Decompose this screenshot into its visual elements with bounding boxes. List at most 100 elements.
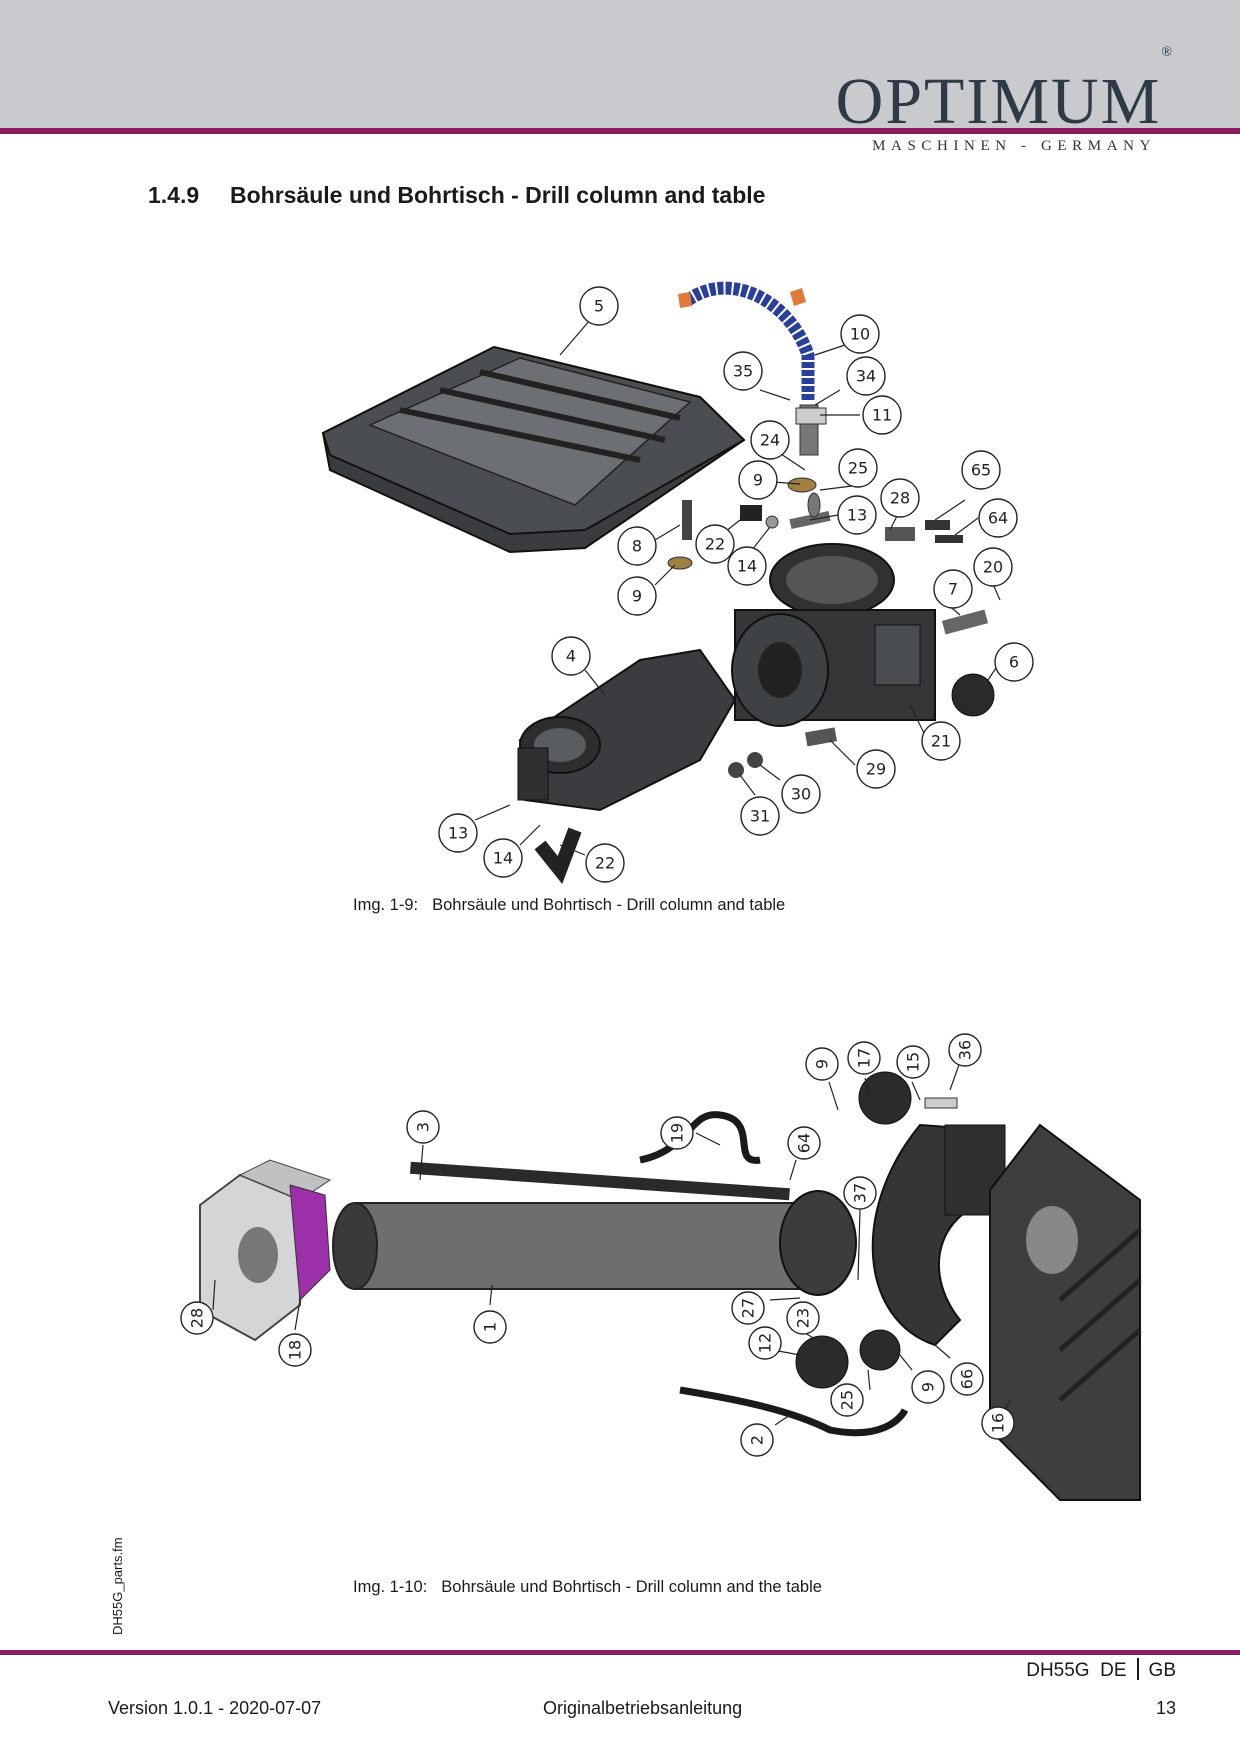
svg-text:34: 34 — [856, 367, 876, 386]
svg-text:35: 35 — [733, 362, 753, 381]
svg-text:12: 12 — [756, 1333, 775, 1353]
figure2-leader-lines — [212, 1061, 1011, 1426]
callout-2-36: 36 — [948, 1033, 982, 1067]
figure2-caption-text: Bohrsäule und Bohrtisch - Drill column a… — [441, 1578, 822, 1596]
svg-text:22: 22 — [595, 854, 615, 873]
coolant-hose-upper — [639, 1111, 761, 1164]
brand-logo: OPTIMUM ® — [835, 45, 1174, 138]
arm-bracket — [517, 648, 737, 884]
figure1-caption-label: Img. 1-9: — [353, 896, 419, 914]
column-bracket-ring — [871, 1123, 1006, 1347]
gear-rack — [409, 1161, 790, 1201]
svg-text:19: 19 — [668, 1123, 687, 1143]
svg-text:22: 22 — [705, 535, 725, 554]
svg-text:37: 37 — [851, 1183, 870, 1203]
svg-text:64: 64 — [795, 1133, 814, 1153]
svg-text:18: 18 — [286, 1340, 305, 1360]
brand-name: OPTIMUM — [835, 65, 1162, 138]
callout-9b: 9 — [617, 576, 657, 616]
svg-text:21: 21 — [931, 732, 951, 751]
svg-text:64: 64 — [988, 509, 1008, 528]
lang-separator — [1136, 1658, 1139, 1680]
callout-2-18: 18 — [278, 1333, 312, 1367]
callout-2-9b: 9 — [911, 1370, 945, 1404]
svg-text:9: 9 — [632, 587, 642, 606]
callout-7: 7 — [933, 569, 973, 609]
lang-de: DE — [1100, 1660, 1127, 1681]
callout-2-17: 17 — [847, 1041, 881, 1075]
svg-text:15: 15 — [904, 1052, 923, 1072]
svg-text:9: 9 — [813, 1059, 832, 1069]
callout-31: 31 — [740, 796, 780, 836]
callout-2-66: 66 — [950, 1362, 984, 1396]
svg-text:7: 7 — [948, 580, 958, 599]
callout-14b: 14 — [483, 838, 523, 878]
svg-text:16: 16 — [989, 1413, 1008, 1433]
svg-text:17: 17 — [855, 1048, 874, 1068]
svg-text:66: 66 — [958, 1369, 977, 1389]
svg-text:9: 9 — [919, 1382, 938, 1392]
callout-14a: 14 — [727, 546, 767, 586]
callout-20: 20 — [973, 547, 1013, 587]
callout-29: 29 — [856, 749, 896, 789]
callout-22a: 22 — [695, 524, 735, 564]
svg-text:2: 2 — [748, 1435, 767, 1445]
callout-2-23: 23 — [786, 1301, 820, 1335]
callout-2-64: 64 — [787, 1126, 821, 1160]
svg-text:31: 31 — [750, 807, 770, 826]
svg-text:14: 14 — [493, 849, 513, 868]
callout-2-28: 28 — [180, 1301, 214, 1335]
callout-24: 24 — [750, 420, 790, 460]
callout-13b: 13 — [438, 813, 478, 853]
callout-2-19: 19 — [660, 1116, 694, 1150]
figure-drill-column-exploded: 9 17 15 36 3 19 64 37 28 18 1 27 23 12 2… — [180, 1033, 1142, 1501]
column-tube — [332, 1190, 857, 1296]
callout-9a: 9 — [738, 460, 778, 500]
svg-text:27: 27 — [739, 1298, 758, 1318]
svg-text:13: 13 — [847, 506, 867, 525]
svg-text:3: 3 — [414, 1122, 433, 1132]
svg-text:24: 24 — [760, 431, 780, 450]
page-number: 13 — [1155, 1698, 1176, 1718]
callout-2-1: 1 — [473, 1310, 507, 1344]
callout-34: 34 — [846, 356, 886, 396]
callout-2-12: 12 — [748, 1326, 782, 1360]
figure-drill-column-table-exploded: 5 10 35 34 11 24 25 9 65 28 64 13 22 8 1… — [321, 281, 1034, 884]
figure2-caption: Img. 1-10:Bohrsäule und Bohrtisch - Dril… — [353, 1578, 822, 1597]
svg-text:65: 65 — [971, 461, 991, 480]
column-head-housing — [731, 543, 936, 727]
svg-text:28: 28 — [188, 1308, 207, 1328]
callout-30: 30 — [781, 774, 821, 814]
header-band — [0, 0, 1240, 128]
figure1-caption-text: Bohrsäule und Bohrtisch - Drill column a… — [432, 896, 786, 914]
table-slab — [989, 1123, 1142, 1501]
callout-10: 10 — [840, 314, 880, 354]
footer-doc-type: Originalbetriebsanleitung — [543, 1698, 743, 1718]
section-title: Bohrsäule und Bohrtisch - Drill column a… — [230, 182, 766, 208]
footer-version: Version 1.0.1 - 2020-07-07 — [108, 1698, 322, 1718]
registered-mark: ® — [1161, 45, 1174, 60]
svg-text:25: 25 — [838, 1390, 857, 1410]
svg-text:5: 5 — [594, 297, 604, 316]
svg-text:9: 9 — [753, 471, 763, 490]
callout-65: 65 — [961, 450, 1001, 490]
header-rule — [0, 128, 1240, 134]
callout-2-2: 2 — [740, 1423, 774, 1457]
coolant-hose — [684, 281, 815, 400]
svg-text:1: 1 — [481, 1322, 500, 1332]
callout-2-9a: 9 — [805, 1047, 839, 1081]
svg-text:11: 11 — [872, 406, 892, 425]
callout-28: 28 — [880, 478, 920, 518]
svg-text:10: 10 — [850, 325, 870, 344]
callout-25: 25 — [838, 448, 878, 488]
lang-gb: GB — [1148, 1660, 1176, 1681]
callout-11: 11 — [862, 395, 902, 435]
callout-4: 4 — [551, 636, 591, 676]
svg-text:8: 8 — [632, 537, 642, 556]
svg-text:13: 13 — [448, 824, 468, 843]
callout-64: 64 — [978, 498, 1018, 538]
callout-8: 8 — [617, 526, 657, 566]
callout-35: 35 — [723, 351, 763, 391]
callout-2-37: 37 — [843, 1176, 877, 1210]
svg-text:28: 28 — [890, 489, 910, 508]
